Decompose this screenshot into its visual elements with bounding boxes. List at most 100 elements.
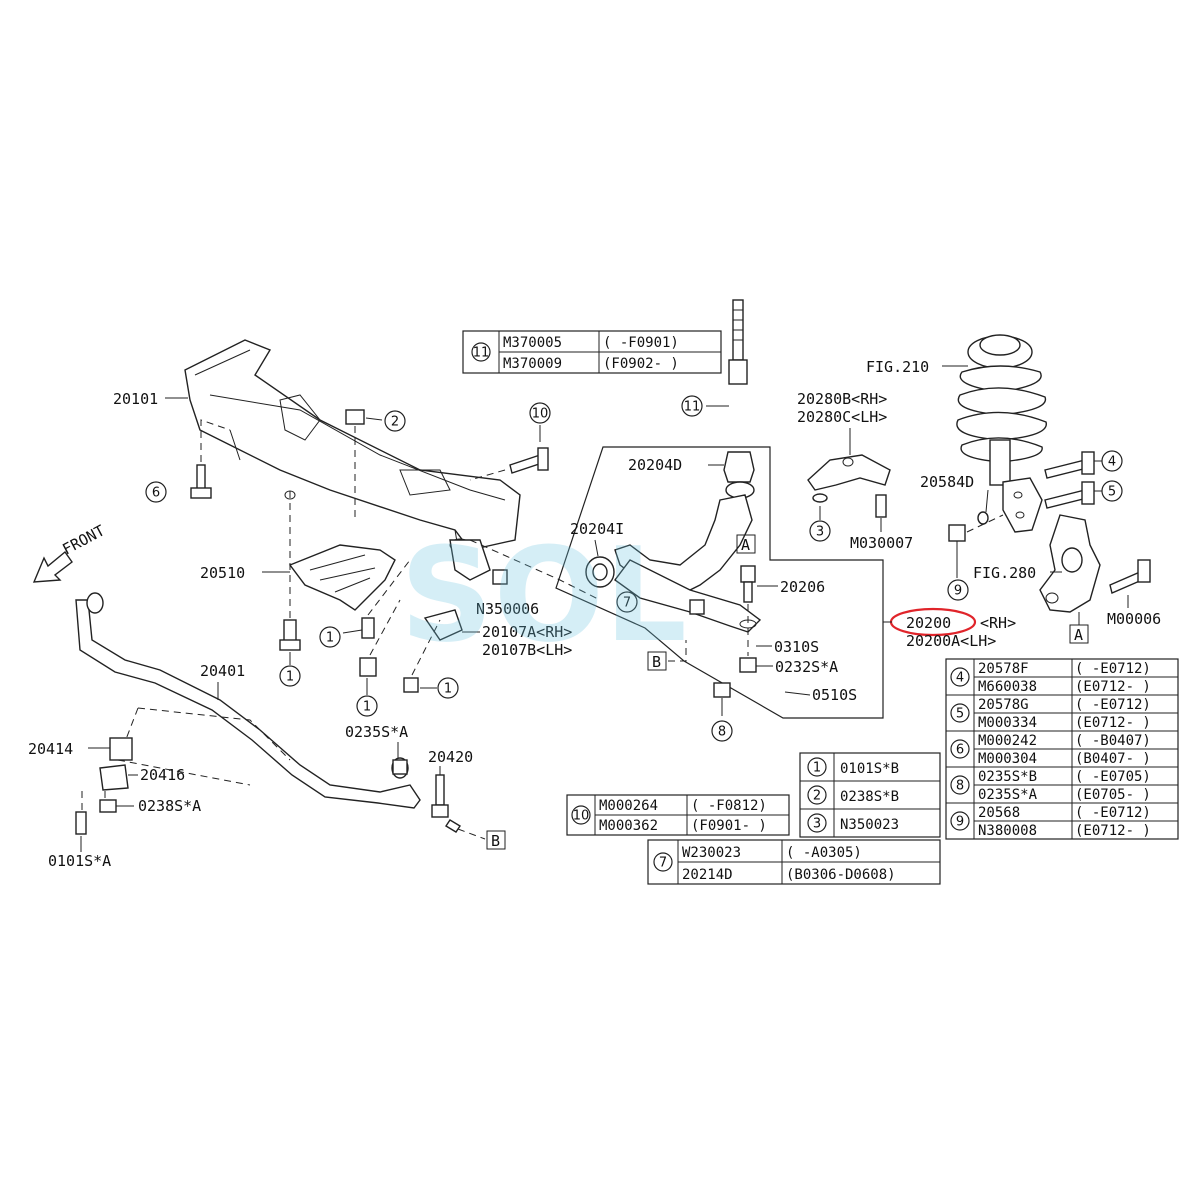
label-20204d: 20204D bbox=[628, 456, 682, 474]
label-20280b: 20280B<RH> bbox=[797, 390, 887, 408]
label-20200a: 20200A<LH> bbox=[906, 632, 996, 650]
bushing-20414-drawing bbox=[75, 737, 133, 835]
ref-b-left: B bbox=[491, 832, 500, 850]
table-7-cell: 20214D bbox=[682, 867, 733, 883]
callout-6-8-text: 6 bbox=[152, 486, 160, 501]
table-11-cell: M370005 bbox=[503, 335, 562, 351]
callout-1-2-text: 1 bbox=[363, 700, 371, 715]
table-123-cell: 0238S*B bbox=[840, 789, 899, 805]
table-right-range: (E0712- ) bbox=[1075, 679, 1151, 695]
callout-1-0-text: 1 bbox=[286, 670, 294, 685]
callout-4-6-text: 4 bbox=[1108, 455, 1116, 470]
bolt-6-drawing bbox=[190, 464, 212, 499]
bolts-1-drawing bbox=[279, 490, 441, 693]
label-20280c: 20280C<LH> bbox=[797, 408, 887, 426]
label-0310s: 0310S bbox=[774, 638, 819, 656]
table-123-key-2-text: 2 bbox=[813, 789, 821, 804]
table-right-part: 20568 bbox=[978, 805, 1020, 821]
table-right-key-4-text: 4 bbox=[956, 671, 964, 686]
table-right-part: 0235S*A bbox=[978, 787, 1038, 803]
table-7-key: 7 bbox=[653, 852, 673, 872]
ref-a-knuckle: A bbox=[1074, 626, 1083, 644]
table-right-range: (E0712- ) bbox=[1075, 823, 1151, 839]
watermark-logo: SOL bbox=[400, 519, 687, 671]
table-123-key-1: 1 bbox=[807, 757, 827, 777]
label-m00006: M00006 bbox=[1107, 610, 1161, 628]
label-0238s-a: 0238S*A bbox=[138, 797, 201, 815]
table-123-key-3-text: 3 bbox=[813, 817, 821, 832]
stud-11-drawing bbox=[728, 299, 748, 385]
callout-11-13-text: 11 bbox=[684, 400, 701, 415]
callout-1-2: 1 bbox=[356, 695, 378, 717]
label-20416: 20416 bbox=[140, 766, 185, 784]
label-20414: 20414 bbox=[28, 740, 73, 758]
table-10-cell: M000362 bbox=[599, 818, 658, 834]
table-123-key-3: 3 bbox=[807, 813, 827, 833]
label-20206: 20206 bbox=[780, 578, 825, 596]
table-right-part: 0235S*B bbox=[978, 769, 1037, 785]
label-20107a: 20107A<RH> bbox=[482, 623, 572, 641]
table-10-key-text: 10 bbox=[573, 809, 590, 824]
table-11-cell: (F0902- ) bbox=[603, 356, 679, 372]
callout-7-9: 7 bbox=[616, 591, 638, 613]
label-20510: 20510 bbox=[200, 564, 245, 582]
callout-1-3-text: 1 bbox=[444, 682, 452, 697]
table-7-cell: W230023 bbox=[682, 845, 741, 861]
table-right-part: 20578F bbox=[978, 661, 1029, 677]
table-7-key-text: 7 bbox=[659, 856, 667, 871]
callout-11-13: 11 bbox=[681, 395, 703, 417]
table-7-cell: ( -A0305) bbox=[786, 845, 862, 861]
label-20204i: 20204I bbox=[570, 520, 624, 538]
label-0510s: 0510S bbox=[812, 686, 857, 704]
table-right-key-4: 4 bbox=[950, 667, 970, 687]
callout-6-8: 6 bbox=[145, 481, 167, 503]
bush-20204d-drawing bbox=[723, 451, 755, 499]
label-fig210: FIG.210 bbox=[866, 358, 929, 376]
bolt-10-drawing bbox=[509, 447, 549, 474]
table-right-key-9-text: 9 bbox=[956, 815, 964, 830]
balljoint-20206-drawing bbox=[739, 565, 757, 673]
label-20420: 20420 bbox=[428, 748, 473, 766]
callout-2-4-text: 2 bbox=[391, 415, 399, 430]
table-right-key-5: 5 bbox=[950, 703, 970, 723]
control-arm-drawing bbox=[585, 494, 762, 633]
callout-5-7-text: 5 bbox=[1108, 485, 1116, 500]
table-11-key: 11 bbox=[471, 342, 491, 362]
table-123-cell: 0101S*B bbox=[840, 761, 899, 777]
callout-1-1: 1 bbox=[319, 626, 341, 648]
callout-3-5-text: 3 bbox=[816, 525, 824, 540]
label-n350006: N350006 bbox=[476, 600, 539, 618]
table-123-cell: N350023 bbox=[840, 817, 899, 833]
table-11-cell: M370009 bbox=[503, 356, 562, 372]
callout-8-10: 8 bbox=[711, 720, 733, 742]
label-0232s-a: 0232S*A bbox=[775, 658, 838, 676]
label-20200-rh: <RH> bbox=[980, 614, 1016, 632]
callout-3-5: 3 bbox=[809, 520, 831, 542]
callout-10-12-text: 10 bbox=[532, 407, 549, 422]
bolts-4-5-drawing bbox=[1044, 451, 1095, 509]
label-fig280: FIG.280 bbox=[973, 564, 1036, 582]
table-right-range: ( -E0712) bbox=[1075, 661, 1151, 677]
nut-8-drawing bbox=[713, 682, 731, 698]
table-right-key-9: 9 bbox=[950, 811, 970, 831]
table-right-key-8-text: 8 bbox=[956, 779, 964, 794]
nut-9-drawing bbox=[948, 511, 989, 542]
ref-b-arm: B bbox=[652, 653, 661, 671]
table-right-part: 20578G bbox=[978, 697, 1029, 713]
table-right-range: ( -B0407) bbox=[1075, 733, 1151, 749]
table-right-range: (E0712- ) bbox=[1075, 715, 1151, 731]
table-11-key-text: 11 bbox=[473, 346, 490, 361]
bracket-20510-drawing bbox=[288, 544, 396, 611]
table-right-range: (E0705- ) bbox=[1075, 787, 1151, 803]
crossmember-drawing bbox=[184, 339, 521, 561]
label-20200: 20200 bbox=[906, 614, 951, 632]
table-right-part: M000304 bbox=[978, 751, 1037, 767]
arm-assembly-frame bbox=[555, 446, 884, 719]
front-arrow bbox=[32, 550, 73, 583]
table-123-key-1-text: 1 bbox=[813, 761, 821, 776]
